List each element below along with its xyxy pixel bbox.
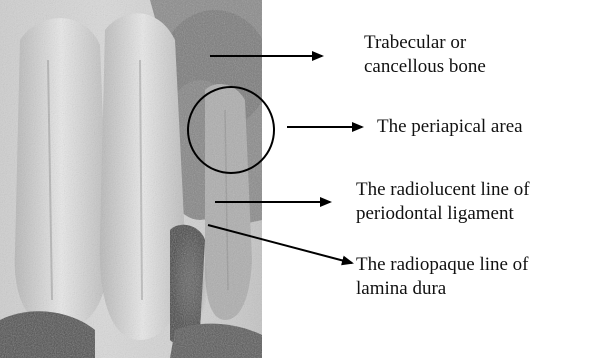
pdl-label: The radiolucent line of periodontal liga… [356, 178, 530, 226]
periapical-label: The periapical area [377, 115, 523, 139]
periapical-label-line-1: The periapical area [377, 115, 523, 139]
trabecular-label-line-2: cancellous bone [364, 55, 486, 79]
pdl-label-line-1: The radiolucent line of [356, 178, 530, 202]
lamina-arrow [208, 225, 352, 263]
trabecular-label: Trabecular or cancellous bone [364, 31, 486, 79]
trabecular-label-line-1: Trabecular or [364, 31, 486, 55]
periapical-circle [188, 87, 274, 173]
lamina-label-line-2: lamina dura [356, 277, 529, 301]
lamina-label-line-1: The radiopaque line of [356, 253, 529, 277]
pdl-label-line-2: periodontal ligament [356, 202, 530, 226]
lamina-label: The radiopaque line of lamina dura [356, 253, 529, 301]
